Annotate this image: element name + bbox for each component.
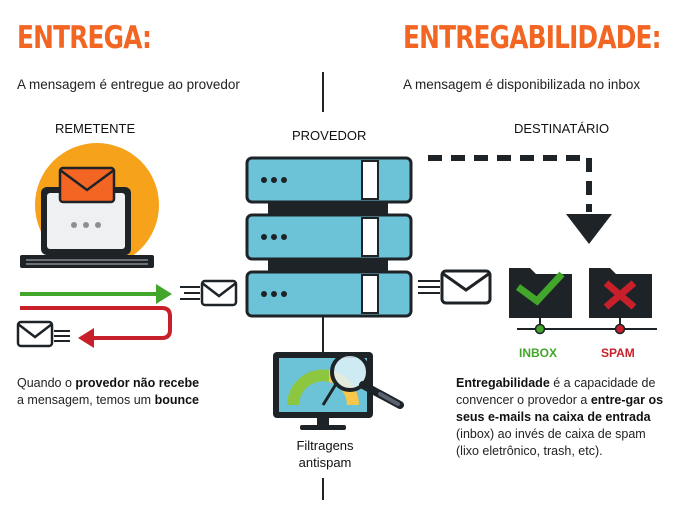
sender-label: REMETENTE [55, 121, 136, 136]
sender-laptop-illustration [20, 143, 159, 268]
entregabilidade-heading: ENTREGABILIDADE: [403, 20, 662, 56]
entrega-subtitle: A mensagem é entregue ao provedor [17, 77, 240, 92]
antispam-label-line1: Filtragens [296, 438, 354, 453]
delivery-path [428, 155, 612, 244]
inbox-marker [534, 323, 546, 335]
dot-icon [71, 222, 77, 228]
bounce-description: Quando o provedor não recebe a mensagem,… [17, 376, 200, 407]
laptop-base [20, 255, 154, 268]
server-unit [245, 270, 413, 318]
envelope-icon [58, 166, 116, 204]
server-unit [245, 156, 413, 204]
deliverability-description: Entregabilidade é a capacidade de conven… [456, 376, 664, 458]
recipient-label: DESTINATÁRIO [514, 121, 610, 136]
laptop-screen-inner [47, 193, 125, 249]
provider-label: PROVEDOR [292, 128, 367, 143]
inbox-label: INBOX [519, 346, 558, 360]
server-unit [245, 213, 413, 261]
envelope-icon [418, 269, 492, 305]
entrega-heading: ENTREGA: [17, 20, 152, 56]
bounce-arrow [20, 306, 172, 348]
magnifier-icon [330, 352, 404, 409]
spam-label: SPAM [601, 346, 635, 360]
envelope-icon [180, 279, 238, 307]
envelope-icon [16, 320, 70, 348]
inbox-folder-icon [509, 268, 572, 318]
antispam-monitor-illustration [273, 352, 404, 430]
antispam-label-line2: antispam [298, 455, 352, 470]
send-arrow [20, 284, 172, 304]
dot-icon [83, 222, 89, 228]
antispam-label: Filtragens antispam [270, 437, 380, 471]
dot-icon [95, 222, 101, 228]
spam-marker [614, 323, 626, 335]
spam-folder-icon [589, 268, 652, 318]
server-stack [245, 156, 413, 352]
entregabilidade-subtitle: A mensagem é disponibilizada no inbox [403, 77, 641, 92]
